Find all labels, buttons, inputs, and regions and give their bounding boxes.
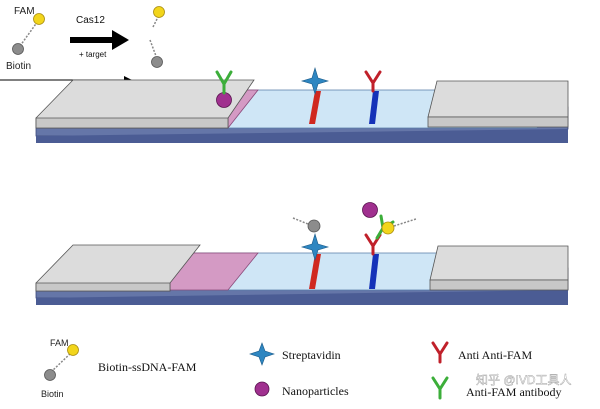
control-line	[369, 254, 379, 289]
test-line	[309, 254, 321, 289]
strip-backing-edge	[36, 129, 568, 143]
legend-reporter-strand	[50, 351, 73, 373]
legend: FAM Biotin Biotin-ssDNA-FAM Streptavidin…	[41, 338, 561, 400]
legend-fam-icon	[67, 344, 79, 356]
reaction-scheme: FAM Biotin Cas12 + target	[0, 6, 165, 84]
absorbent-pad-edge	[429, 279, 569, 291]
sample-pad-edge	[35, 117, 229, 129]
streptavidin-icon	[300, 232, 330, 262]
test-strip-negative	[35, 66, 569, 143]
legend-biotin-icon	[44, 369, 56, 381]
legend-anti-anti-fam-icon	[431, 341, 449, 364]
reaction-fam-label: FAM	[14, 6, 35, 17]
legend-anti-anti-fam-label: Anti Anti-FAM	[458, 348, 532, 362]
streptavidin-icon	[300, 66, 330, 96]
nanoparticle-icon	[216, 92, 232, 108]
reporter-strand	[19, 20, 39, 47]
absorbent-pad-edge	[427, 116, 569, 128]
nanoparticle-icon	[362, 202, 378, 218]
legend-nanoparticle-icon	[254, 381, 270, 397]
captured-fam-icon	[381, 221, 395, 235]
cleaved-strand-upper	[152, 16, 159, 28]
legend-streptavidin-icon	[249, 342, 275, 366]
legend-streptavidin-label: Streptavidin	[282, 348, 341, 362]
absorbent-pad	[429, 245, 569, 281]
legend-anti-fam-antibody-label: Anti-FAM antibody	[466, 385, 561, 399]
legend-fam-label: FAM	[50, 338, 69, 348]
captured-fam-strand	[393, 218, 417, 227]
fam-dot-icon	[33, 13, 45, 25]
legend-nanoparticles-label: Nanoparticles	[282, 384, 349, 398]
test-strip-positive	[35, 202, 569, 305]
cleaved-fam-icon	[153, 6, 165, 18]
captured-biotin-icon	[307, 219, 321, 233]
strip-backing-edge	[36, 290, 568, 305]
test-line	[309, 91, 321, 124]
legend-biotin-label: Biotin	[41, 389, 64, 399]
legend-anti-fam-antibody-icon	[431, 376, 449, 400]
absorbent-pad	[427, 80, 569, 118]
watermark: 知乎 @IVD工具人	[476, 373, 572, 387]
legend-reporter-label: Biotin-ssDNA-FAM	[98, 360, 197, 374]
control-line	[369, 91, 379, 124]
reaction-biotin-label: Biotin	[6, 61, 31, 72]
target-label: + target	[79, 50, 107, 59]
cleaved-biotin-icon	[151, 56, 163, 68]
reaction-arrow-icon	[70, 30, 129, 50]
anti-anti-fam-icon	[364, 70, 382, 93]
enzyme-label: Cas12	[76, 15, 105, 26]
biotin-dot-icon	[12, 43, 24, 55]
sample-pad-edge	[35, 282, 171, 292]
cleaved-strand-lower	[149, 39, 157, 57]
captured-strand	[292, 217, 309, 225]
anti-fam-antibody-icon	[215, 70, 233, 95]
